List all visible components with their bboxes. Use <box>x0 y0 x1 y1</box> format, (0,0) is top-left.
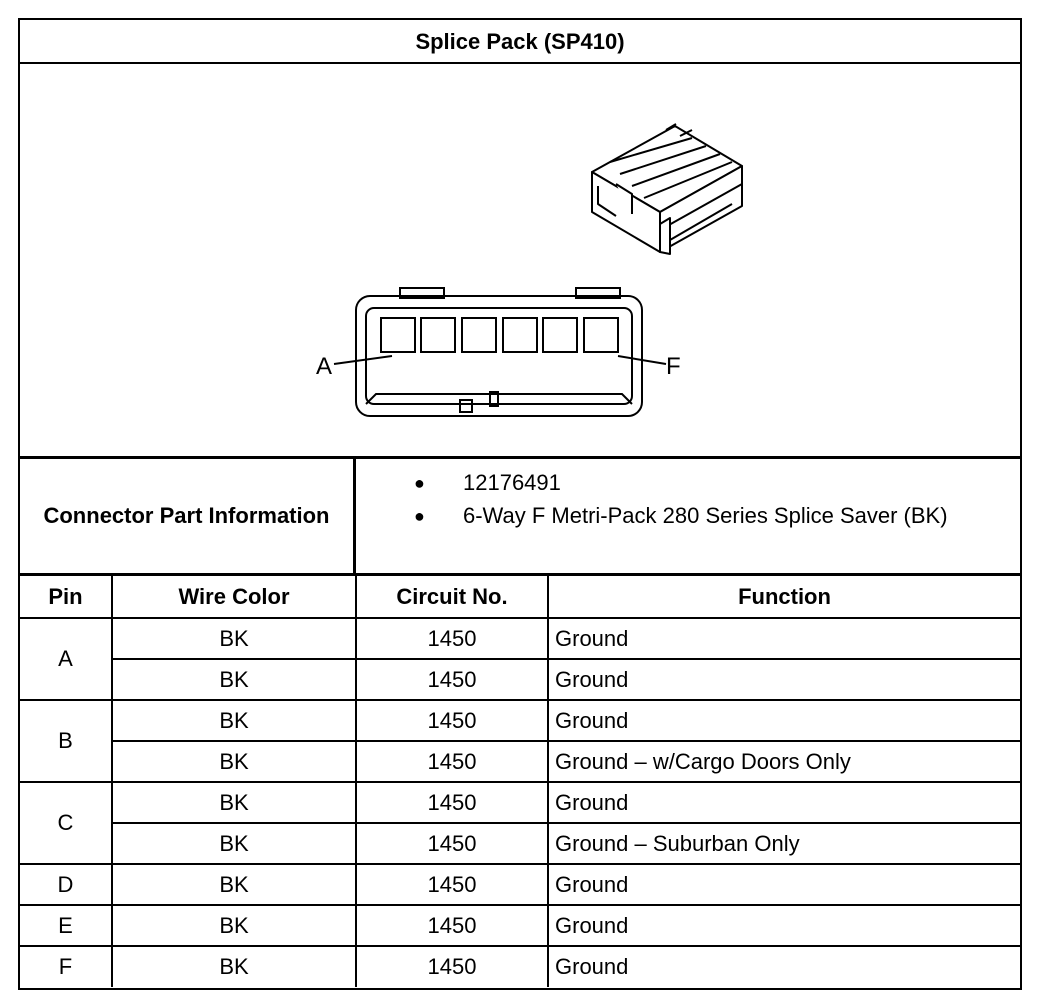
circuit-cell: 1450 <box>355 658 549 701</box>
circuit-cell: 1450 <box>355 699 549 742</box>
connector-3d-view <box>591 123 743 255</box>
pin-table: Pin Wire Color Circuit No. Function A BK… <box>20 576 1020 987</box>
table-row: C BK 1450 Ground <box>20 781 1020 865</box>
circuit-cell: 1450 <box>355 617 549 660</box>
connector-part-info: Connector Part Information ● 12176491 ● … <box>20 459 1020 576</box>
wire-cell: BK <box>111 781 357 824</box>
wire-cell: BK <box>111 904 357 947</box>
pin-cell: C <box>20 781 113 865</box>
connector-info-list: ● 12176491 ● 6-Way F Metri-Pack 280 Seri… <box>356 459 1020 573</box>
function-cell: Ground – Suburban Only <box>547 822 1020 865</box>
function-cell: Ground <box>547 904 1020 947</box>
circuit-cell: 1450 <box>355 945 549 987</box>
table-row: A BK 1450 Ground <box>20 617 1020 701</box>
header-circuit-no: Circuit No. <box>355 576 549 619</box>
wire-cell: BK <box>111 740 357 783</box>
connector-face-view <box>333 287 667 417</box>
pin-cell: D <box>20 863 113 906</box>
table-row: BK 1450 Ground <box>20 658 1020 701</box>
connector-diagram: A F <box>316 123 743 417</box>
function-cell: Ground <box>547 863 1020 906</box>
connector-info-label: Connector Part Information <box>20 459 356 573</box>
circuit-cell: 1450 <box>355 740 549 783</box>
table-row: BK 1450 Ground – w/Cargo Doors Only <box>20 740 1020 783</box>
wire-cell: BK <box>111 945 357 987</box>
document-frame: Splice Pack (SP410) <box>18 18 1022 990</box>
circuit-cell: 1450 <box>355 863 549 906</box>
function-cell: Ground – w/Cargo Doors Only <box>547 740 1020 783</box>
function-cell: Ground <box>547 617 1020 660</box>
table-row: E BK 1450 Ground <box>20 904 1020 947</box>
pin-cell: F <box>20 945 113 987</box>
part-description-item: ● 6-Way F Metri-Pack 280 Series Splice S… <box>356 500 1020 532</box>
bullet-icon: ● <box>414 506 425 526</box>
function-cell: Ground <box>547 699 1020 742</box>
function-cell: Ground <box>547 781 1020 824</box>
header-wire-color: Wire Color <box>111 576 357 619</box>
wire-cell: BK <box>111 863 357 906</box>
pin-label-a: A <box>316 353 332 380</box>
wire-cell: BK <box>111 699 357 742</box>
wire-cell: BK <box>111 658 357 701</box>
bullet-icon: ● <box>414 473 425 493</box>
circuit-cell: 1450 <box>355 822 549 865</box>
table-header-row: Pin Wire Color Circuit No. Function <box>20 576 1020 619</box>
circuit-cell: 1450 <box>355 781 549 824</box>
pin-cell: A <box>20 617 113 701</box>
table-row: B BK 1450 Ground <box>20 699 1020 783</box>
header-function: Function <box>547 576 1020 619</box>
table-row: BK 1450 Ground – Suburban Only <box>20 822 1020 865</box>
connector-figure: A F <box>20 64 1020 459</box>
header-pin: Pin <box>20 576 113 619</box>
table-row: F BK 1450 Ground <box>20 945 1020 987</box>
circuit-cell: 1450 <box>355 904 549 947</box>
pin-cell: B <box>20 699 113 783</box>
wire-cell: BK <box>111 617 357 660</box>
page-title: Splice Pack (SP410) <box>20 20 1020 64</box>
function-cell: Ground <box>547 658 1020 701</box>
table-row: D BK 1450 Ground <box>20 863 1020 906</box>
part-number-item: ● 12176491 <box>356 467 1020 499</box>
wire-cell: BK <box>111 822 357 865</box>
pin-cell: E <box>20 904 113 947</box>
function-cell: Ground <box>547 945 1020 987</box>
pin-label-f: F <box>666 353 681 380</box>
